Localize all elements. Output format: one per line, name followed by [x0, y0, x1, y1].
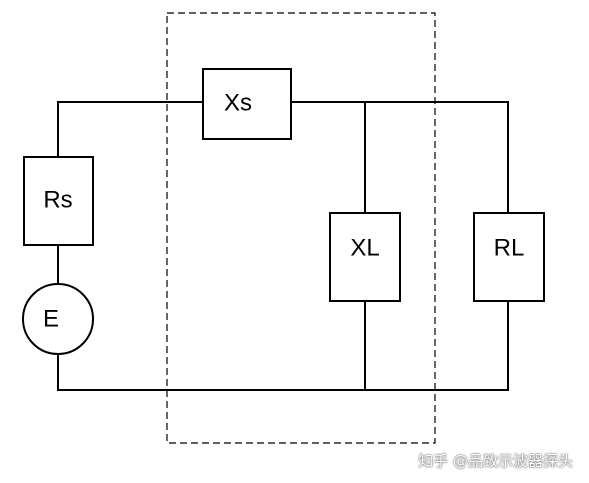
wire-top-rail: [291, 101, 509, 213]
watermark-text: 知乎 @品致示波器探头: [418, 452, 573, 470]
rs-label: Rs: [43, 186, 72, 213]
rl-label: RL: [494, 234, 525, 261]
load-resistor-rl: RL: [473, 212, 545, 302]
xs-label: Xs: [224, 89, 252, 116]
voltage-source-e: E: [22, 283, 94, 355]
load-reactance-xl: XL: [329, 212, 401, 302]
e-label: E: [43, 305, 59, 332]
xl-label: XL: [350, 234, 379, 261]
matching-network-boundary: [166, 12, 436, 444]
wire-rs-to-xs: [57, 101, 203, 157]
circuit-wires: [57, 101, 509, 391]
source-resistor-rs: Rs: [23, 156, 94, 246]
wire-bottom-rail: [57, 301, 509, 391]
source-reactance-xs: Xs: [202, 68, 292, 140]
